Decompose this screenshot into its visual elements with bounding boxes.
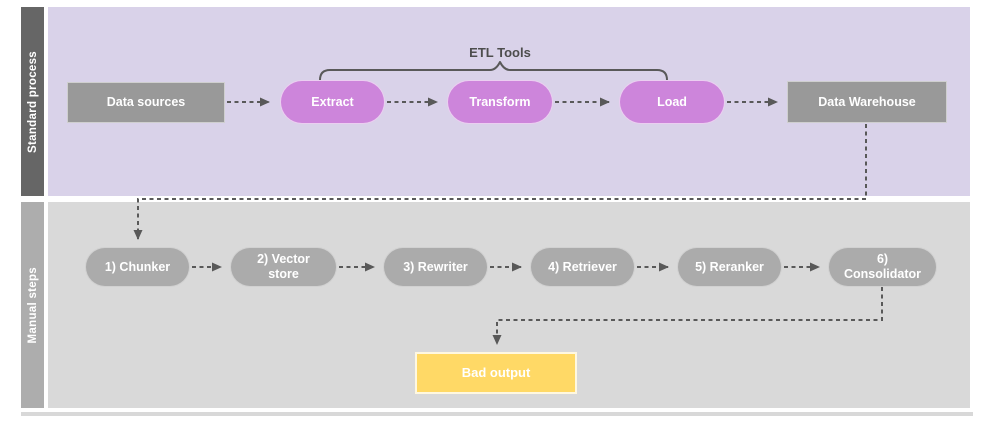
node-transform: Transform — [447, 80, 553, 124]
etl-tools-label: ETL Tools — [469, 45, 531, 60]
lane-label-standard-text: Standard process — [26, 50, 39, 153]
node-rewriter: 3) Rewriter — [383, 247, 488, 287]
node-vector-store: 2) Vector store — [230, 247, 337, 287]
node-data-warehouse: Data Warehouse — [787, 81, 947, 123]
lane-label-manual-text: Manual steps — [26, 266, 39, 344]
node-chunker: 1) Chunker — [85, 247, 190, 287]
node-bad-output: Bad output — [415, 352, 577, 394]
bottom-separator — [21, 412, 973, 416]
node-data-sources: Data sources — [67, 82, 225, 123]
node-retriever: 4) Retriever — [530, 247, 635, 287]
lane-label-manual-steps: Manual steps — [21, 202, 44, 408]
node-extract: Extract — [280, 80, 385, 124]
lane-label-standard-process: Standard process — [21, 7, 44, 196]
node-load: Load — [619, 80, 725, 124]
node-consolidator: 6) Consolidator — [828, 247, 937, 287]
node-reranker: 5) Reranker — [677, 247, 782, 287]
